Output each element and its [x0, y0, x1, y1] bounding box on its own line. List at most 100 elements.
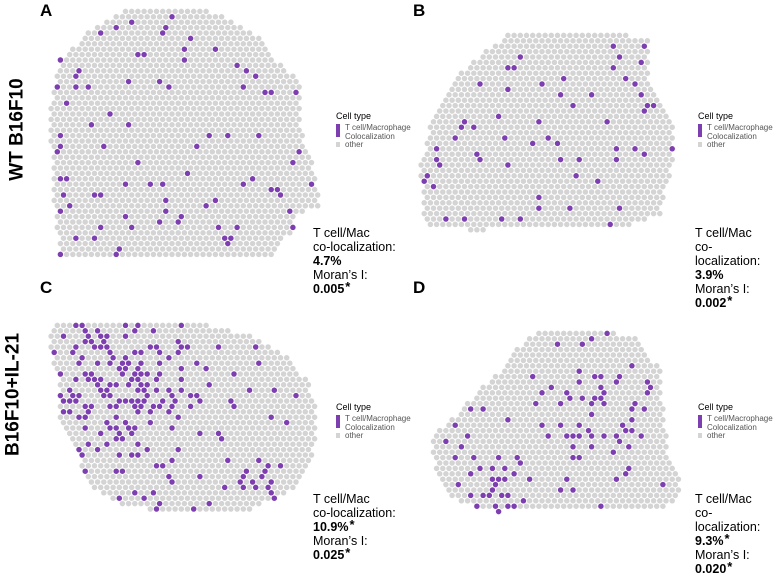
spot-other [116, 441, 123, 447]
spot-other [209, 192, 216, 198]
spot-other [184, 333, 191, 339]
spot-other [576, 135, 582, 141]
spot-other [443, 162, 449, 168]
spot-other [110, 192, 116, 198]
spot-other [554, 129, 561, 136]
spot-other [203, 463, 209, 469]
spot-other [206, 425, 212, 431]
spot-other [116, 213, 123, 220]
spot-other [523, 140, 530, 147]
spot-colocalization [113, 382, 119, 388]
spot-other [557, 113, 564, 120]
spot-other [190, 203, 197, 209]
spot-colocalization [421, 178, 427, 184]
spot-other [203, 19, 209, 25]
spot-other [271, 365, 278, 372]
spot-other [644, 135, 651, 141]
spot-other [212, 349, 219, 356]
spot-other [529, 86, 536, 93]
spot-other [526, 124, 533, 130]
spot-other [293, 446, 299, 453]
spot-other [433, 178, 440, 184]
spot-other [119, 349, 126, 356]
spot-other [461, 151, 468, 157]
spot-other [256, 197, 262, 204]
spot-other [433, 444, 440, 450]
spot-other [283, 463, 290, 469]
spot-other [305, 165, 312, 171]
spot-other [116, 355, 123, 361]
spot-other [588, 81, 595, 87]
spot-other [616, 97, 623, 103]
spot-other [629, 183, 635, 190]
spot-other [51, 338, 57, 345]
spot-other [557, 102, 564, 109]
spot-other [477, 400, 483, 407]
spot-other [635, 427, 641, 434]
spot-other [647, 363, 654, 369]
spot-other [60, 159, 67, 166]
spot-other [234, 51, 240, 58]
spot-other [153, 495, 160, 501]
spot-colocalization [629, 427, 635, 434]
spot-other [107, 24, 113, 31]
spot-other [97, 409, 104, 415]
spot-other [271, 484, 278, 491]
spot-colocalization [178, 376, 185, 383]
spot-other [548, 438, 555, 445]
spot-other [237, 68, 243, 74]
spot-other [418, 162, 424, 168]
spot-other [287, 122, 293, 128]
spot-colocalization [243, 68, 250, 74]
spot-other [79, 51, 85, 58]
spot-other [79, 430, 85, 437]
spot-other [110, 127, 116, 133]
spot-other [554, 173, 561, 179]
spot-other [520, 70, 527, 76]
spot-other [128, 463, 135, 469]
spot-other [135, 463, 141, 469]
spot-other [467, 194, 474, 201]
spot-other [141, 409, 147, 415]
spot-other [601, 357, 607, 364]
spot-other [252, 127, 259, 133]
spot-colocalization [54, 149, 61, 155]
spot-other [536, 54, 542, 60]
spot-other [464, 411, 471, 418]
spot-other [299, 154, 305, 160]
spot-other [82, 143, 88, 150]
spot-other [63, 219, 70, 225]
spot-other [514, 400, 520, 407]
spot-other [197, 484, 203, 491]
spot-other [492, 129, 499, 136]
spot-other [511, 427, 517, 434]
spot-other [203, 409, 209, 415]
spot-other [187, 425, 194, 431]
spot-other [203, 473, 209, 480]
spot-other [598, 438, 604, 445]
spot-other [576, 411, 582, 418]
spot-other [443, 460, 449, 466]
spot-other [262, 186, 268, 193]
spot-other [85, 149, 92, 155]
spot-colocalization [203, 203, 209, 209]
spot-other [287, 143, 293, 150]
spot-other [474, 205, 480, 211]
spot-other [147, 138, 154, 144]
spot-other [166, 495, 172, 501]
spot-other [520, 167, 527, 174]
spot-other [66, 224, 73, 231]
spot-other [184, 8, 191, 15]
spot-other [79, 409, 85, 415]
spot-other [218, 349, 225, 356]
spot-other [234, 484, 240, 491]
spot-other [243, 219, 250, 225]
spot-other [57, 349, 64, 356]
spot-other [613, 336, 620, 342]
spot-other [259, 105, 265, 112]
spot-other [141, 84, 147, 90]
spot-colocalization [156, 500, 163, 507]
spot-other [240, 333, 247, 339]
spot-other [256, 251, 262, 258]
spot-other [638, 454, 644, 461]
